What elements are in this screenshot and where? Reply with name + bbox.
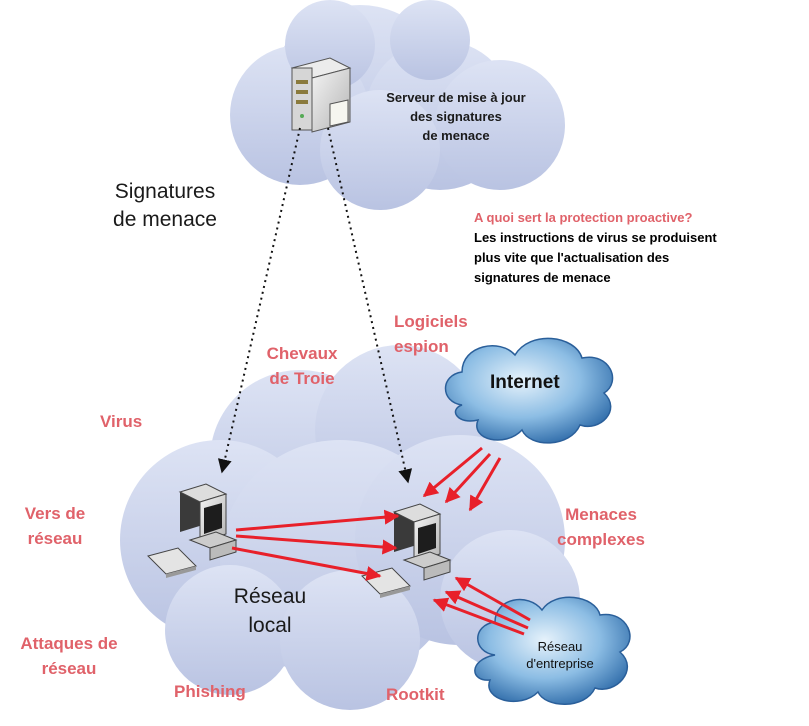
threat-complex-line2: complexes bbox=[557, 530, 645, 549]
threat-trojan: Chevaux de Troie bbox=[252, 341, 352, 391]
server-cloud bbox=[230, 0, 565, 210]
threat-spyware: Logiciels espion bbox=[394, 309, 468, 359]
threat-rootkit: Rootkit bbox=[386, 682, 445, 707]
signatures-label-line1: Signatures bbox=[114, 180, 216, 203]
enterprise-label-line1: Réseau bbox=[537, 639, 583, 654]
threat-attacks-line1: Attaques de bbox=[20, 634, 118, 653]
threat-phishing-line1: Phishing bbox=[174, 682, 246, 701]
internet-cloud bbox=[444, 337, 614, 444]
threat-virus: Virus bbox=[100, 409, 142, 434]
info-question: A quoi sert la protection proactive? bbox=[474, 210, 693, 225]
local-network-label-line2: local bbox=[248, 614, 292, 637]
threat-virus-line1: Virus bbox=[100, 412, 143, 431]
threat-worms: Vers de réseau bbox=[10, 501, 100, 551]
enterprise-cloud bbox=[474, 596, 631, 705]
server-label-line1: Serveur de mise à jour bbox=[386, 90, 526, 105]
computer-left-icon bbox=[147, 483, 238, 578]
signatures-label-line2: de menace bbox=[113, 208, 217, 231]
threat-complex-line1: Menaces bbox=[565, 505, 637, 524]
enterprise-label: Réseau d'entreprise bbox=[510, 638, 610, 672]
threat-complex: Menaces complexes bbox=[546, 502, 656, 552]
threat-attacks-line2: réseau bbox=[41, 659, 97, 678]
computer-right-icon bbox=[361, 503, 452, 598]
threat-rootkit-line1: Rootkit bbox=[386, 685, 445, 704]
threat-worms-line2: réseau bbox=[27, 529, 83, 548]
info-answer-line3: signatures de menace bbox=[474, 270, 611, 285]
threat-phishing: Phishing bbox=[174, 679, 246, 704]
info-block: A quoi sert la protection proactive? Les… bbox=[474, 208, 717, 288]
info-answer-line1: Les instructions de virus se produisent bbox=[474, 230, 717, 245]
server-icon bbox=[290, 57, 352, 133]
threat-spyware-line2: espion bbox=[394, 337, 449, 356]
threat-arrows bbox=[231, 446, 531, 636]
server-label: Serveur de mise à jour des signatures de… bbox=[356, 88, 556, 145]
threat-attacks: Attaques de réseau bbox=[4, 631, 134, 681]
local-network-cloud bbox=[120, 345, 580, 710]
threat-trojan-line1: Chevaux bbox=[266, 344, 338, 363]
local-network-label: Réseau local bbox=[220, 582, 320, 640]
server-label-line2: des signatures bbox=[410, 109, 502, 124]
server-label-line3: de menace bbox=[422, 128, 490, 143]
signatures-label: Signatures de menace bbox=[95, 178, 235, 234]
info-answer-line2: plus vite que l'actualisation des bbox=[474, 250, 670, 265]
threat-worms-line1: Vers de bbox=[24, 504, 86, 523]
threat-spyware-line1: Logiciels bbox=[394, 312, 468, 331]
internet-label: Internet bbox=[490, 372, 560, 393]
enterprise-label-line2: d'entreprise bbox=[526, 656, 594, 671]
signature-paths bbox=[217, 127, 413, 484]
local-network-label-line1: Réseau bbox=[233, 585, 307, 608]
threat-trojan-line2: de Troie bbox=[269, 369, 335, 388]
